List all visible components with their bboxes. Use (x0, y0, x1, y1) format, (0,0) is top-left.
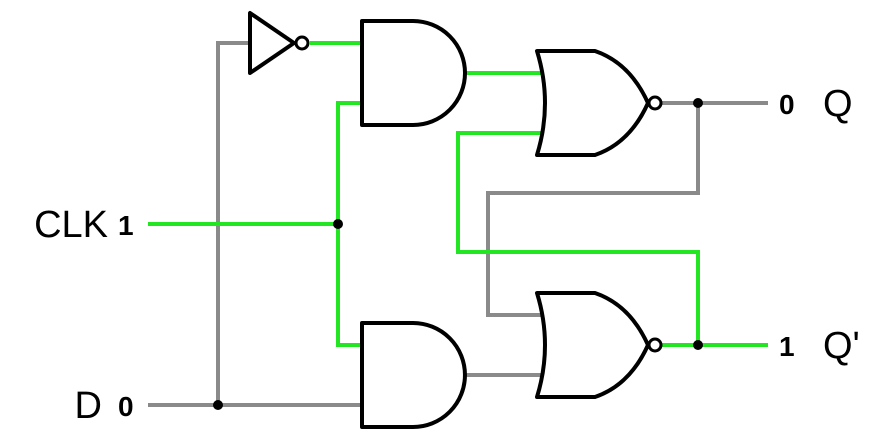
d-label: D (75, 385, 102, 427)
and-gate-bottom (360, 321, 467, 429)
d-value: 0 (118, 391, 134, 422)
junction-q (693, 98, 703, 108)
nor-gate-bottom-bubble (647, 337, 663, 353)
q-label: Q (823, 83, 853, 125)
nor-gate-top-bubble (647, 95, 663, 111)
q-value: 0 (779, 89, 795, 120)
and-gate-top (360, 19, 467, 127)
inactive-wires (148, 41, 768, 407)
nor-gate-top (535, 49, 663, 157)
junction-qbar (693, 340, 703, 350)
qbar-value: 1 (779, 331, 795, 362)
junction-clk (333, 219, 343, 229)
junction-d (213, 400, 223, 410)
nor-gate-bottom (535, 291, 663, 399)
clk-value: 1 (118, 210, 134, 241)
qbar-label: Q' (823, 325, 860, 367)
wire-q-feedback (486, 103, 700, 317)
not-gate-bubble (294, 35, 310, 51)
wire-d-to-not (216, 41, 250, 405)
not-gate (248, 11, 310, 75)
junctions (213, 98, 703, 410)
wire-qbar-feedback (456, 131, 700, 345)
clk-label: CLK (34, 204, 108, 246)
